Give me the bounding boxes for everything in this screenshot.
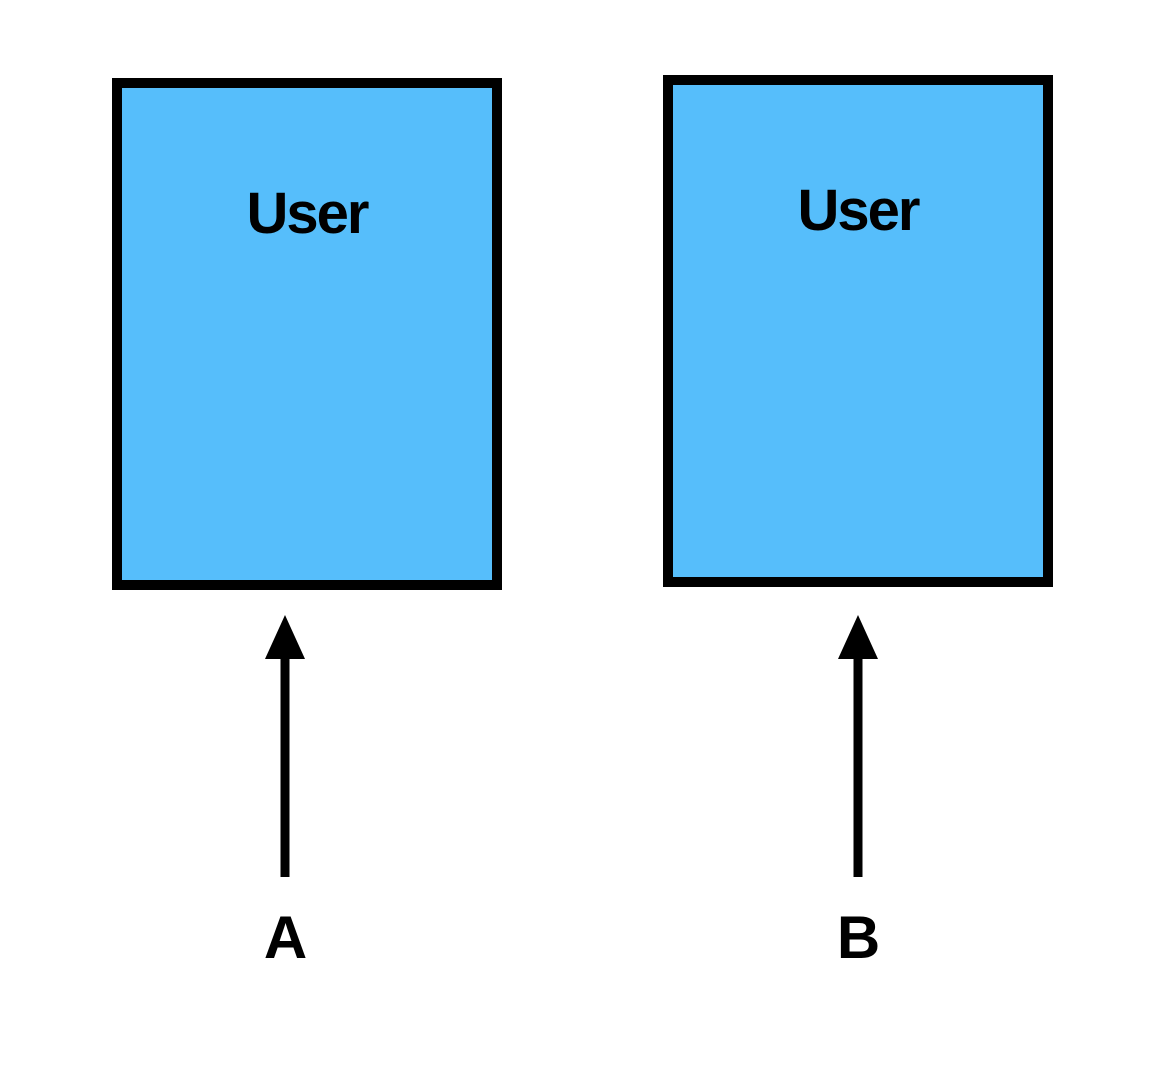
arrow-b-up-icon [838,615,878,877]
arrow-a-shaft [280,655,290,877]
arrow-b-label: B [836,904,880,971]
node-user-a-label: User [246,181,370,246]
arrow-b-shaft [853,655,863,877]
arrow-a-up-icon [265,615,305,877]
node-user-b-label: User [797,178,921,243]
node-user-a: User [112,78,502,590]
arrow-a-label: A [263,904,307,971]
arrow-a-head [265,615,305,659]
arrow-b-head [838,615,878,659]
node-user-b: User [663,75,1053,587]
